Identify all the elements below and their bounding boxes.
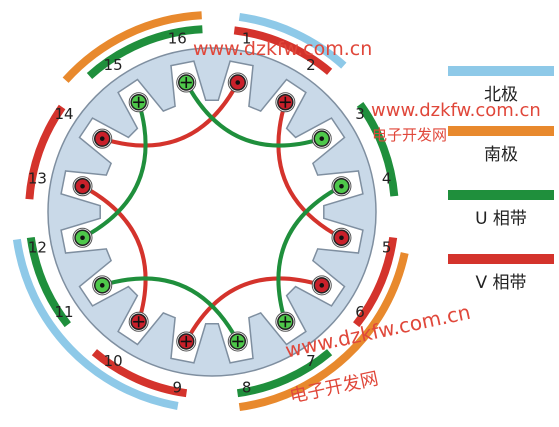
v-coil-6-9 <box>184 276 324 344</box>
legend-u-phase: U 相带 <box>448 190 554 229</box>
arc-north-top <box>238 12 347 69</box>
slot-number-2: 2 <box>306 56 316 74</box>
slot-3-conductor-dot <box>311 128 332 149</box>
legend-north-swatch <box>448 66 554 76</box>
arc-v-left <box>25 104 66 200</box>
stator-bore <box>60 60 364 364</box>
legend-south-label: 南极 <box>484 145 518 165</box>
arc-v-right <box>353 236 398 328</box>
slot-13-conductor-dot <box>72 176 93 197</box>
arc-u-left <box>26 236 71 328</box>
watermark-right-url: www.dzkfw.com.cn <box>371 100 541 121</box>
slot-11-conductor-dot <box>92 275 113 296</box>
slot-14-conductor-dot <box>92 128 113 149</box>
slot-number-6: 6 <box>355 303 365 321</box>
slot-number-1: 1 <box>242 29 252 47</box>
u-coil-4-7 <box>276 184 344 324</box>
slot-number-16: 16 <box>168 29 187 47</box>
arc-v-bottom <box>91 349 188 398</box>
slot-conductors <box>72 72 352 352</box>
legend-north: 北极 <box>448 66 554 105</box>
slot-15-conductor-cross <box>128 92 149 113</box>
slot-number-12: 12 <box>28 239 47 257</box>
u-coil-12-15 <box>80 100 148 240</box>
stator <box>47 47 377 377</box>
watermark-top-url: www.dzkfw.com.cn <box>193 38 373 60</box>
arc-v-top <box>233 26 333 75</box>
legend-u-swatch <box>448 190 554 200</box>
v-coil-10-13 <box>80 184 148 324</box>
slot-number-3: 3 <box>355 105 365 123</box>
slot-5-conductor-dot <box>331 227 352 248</box>
arc-north-left <box>12 238 179 410</box>
legend-north-label: 北极 <box>484 85 518 105</box>
slot-number-7: 7 <box>306 352 316 370</box>
slot-7-conductor-cross <box>275 311 296 332</box>
arc-u-right <box>356 102 399 197</box>
slot-number-4: 4 <box>382 169 392 187</box>
slot-number-13: 13 <box>28 169 47 187</box>
slot-12-conductor-dot <box>72 227 93 248</box>
slot-number-11: 11 <box>54 303 73 321</box>
watermark-right-cn: 电子开发网 <box>372 126 448 144</box>
legend-u-label: U 相带 <box>475 209 527 229</box>
legend-v-phase: V 相带 <box>448 254 554 293</box>
slot-number-5: 5 <box>382 239 392 257</box>
slot-1-conductor-dot <box>227 72 248 93</box>
slot-6-conductor-dot <box>311 275 332 296</box>
arc-south-right <box>238 252 409 412</box>
arc-u-bottom <box>236 349 333 398</box>
legend-south: 南极 <box>448 126 554 165</box>
v-coil-2-5 <box>276 100 344 240</box>
legend-south-swatch <box>448 126 554 136</box>
arc-u-top <box>86 25 203 79</box>
pole-band-arcs <box>12 11 409 412</box>
arc-south-top <box>62 11 202 83</box>
slot-9-conductor-cross <box>176 331 197 352</box>
slot-4-conductor-dot <box>331 176 352 197</box>
u-coil-3-16 <box>184 80 324 148</box>
winding-wires <box>80 80 344 344</box>
slot-10-conductor-cross <box>128 311 149 332</box>
u-coil-8-11 <box>100 276 240 344</box>
v-coil-1-14 <box>100 80 240 148</box>
slot-8-conductor-cross <box>227 331 248 352</box>
slot-number-10: 10 <box>104 352 123 370</box>
slot-number-15: 15 <box>104 56 123 74</box>
legend-v-label: V 相带 <box>475 273 527 293</box>
slot-number-8: 8 <box>242 379 252 397</box>
legend-v-swatch <box>448 254 554 264</box>
slot-2-conductor-cross <box>275 92 296 113</box>
slot-number-14: 14 <box>54 105 73 123</box>
slot-number-9: 9 <box>173 379 183 397</box>
slot-16-conductor-cross <box>176 72 197 93</box>
